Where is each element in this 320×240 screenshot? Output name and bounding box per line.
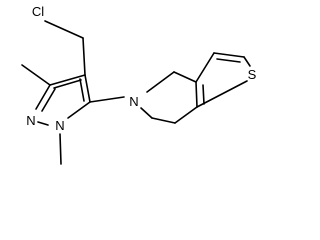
bond-ch2-ch2: [151, 117, 176, 124]
atom-labels: Cl N N N S: [26, 4, 256, 133]
bond-c7a-ch2: [174, 106, 198, 124]
pyrazole-n1-label: N: [55, 118, 64, 133]
bond-c3-n2: [35, 84, 51, 110]
bond-c2-s: [243, 56, 251, 67]
bond-c4-c3: [49, 74, 86, 86]
chlorine-label: Cl: [32, 4, 44, 19]
bond-s-c7a: [196, 80, 248, 108]
bond-n1-c5: [67, 101, 91, 119]
bond-c5-n-bicycle: [89, 96, 125, 103]
bond-ch2-n: [140, 107, 153, 119]
bond-c3a-c7a-double: [202, 84, 205, 105]
bond-c3-n2-double: [41, 88, 56, 112]
pyrazole-n2-label: N: [26, 113, 35, 128]
bond-c5-c4: [84, 74, 91, 103]
bond-c3a-c3: [195, 52, 215, 83]
bonds: [21, 20, 251, 165]
bond-c3-c2: [213, 52, 245, 58]
bicycle-nitrogen-label: N: [129, 94, 138, 109]
bond-c3-methyl: [21, 64, 51, 86]
bond-ch2-c4: [82, 37, 86, 76]
bond-c5-c4-double: [79, 78, 85, 102]
bond-n2-n1: [37, 121, 49, 126]
bond-c4-c3-double: [53, 79, 82, 89]
bond-n-ch2-top: [146, 71, 175, 93]
bond-c3-c2-double: [216, 58, 241, 63]
bond-c3a-c7a: [195, 81, 198, 108]
bond-n1-methyl: [59, 133, 62, 165]
bond-ch2-c3a: [173, 71, 197, 83]
structure-canvas: Cl N N N S: [21, 4, 257, 165]
bond-cl-ch2: [44, 20, 84, 39]
sulfur-label: S: [248, 67, 257, 82]
